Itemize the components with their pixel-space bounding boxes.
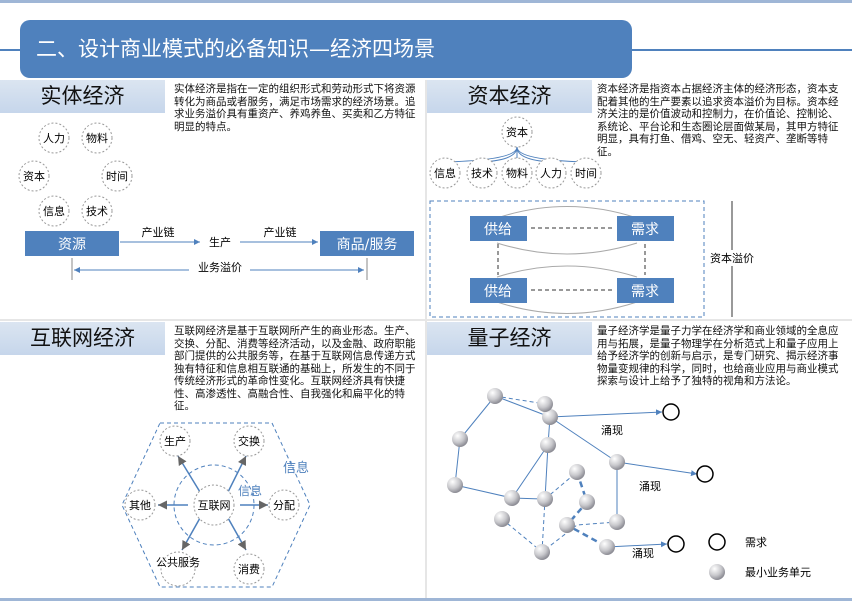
capital-diagram: 资本 信息 技术 物料 人力 时间 供给 需求 供给 需求 资本溢价 xyxy=(429,116,757,318)
circle-label: 时间 xyxy=(106,170,128,183)
premium-label: 资本溢价 xyxy=(710,251,754,265)
internet-diagram: 互联网 生产 交换 分配 消费 公共服务 其他 信息 信息 xyxy=(121,422,311,588)
circle-label: 信息 xyxy=(434,166,456,180)
section-label: 量子经济 xyxy=(427,322,592,355)
resource-diagram: 人力 物料 资本 时间 信息 技术 资源 商品/服务 产业链 生产 产业链 业务… xyxy=(18,122,414,280)
section-capital-economy: 资本经济 资本经济是指资本占据经济主体的经济形态，资本支配着其他的生产要素以追求… xyxy=(427,80,852,318)
circle-label: 物料 xyxy=(506,166,528,180)
circle-label: 技术 xyxy=(471,167,493,180)
node-label: 消费 xyxy=(238,562,260,576)
divider xyxy=(0,319,852,321)
section-label: 资本经济 xyxy=(427,80,592,113)
info-label: 信息 xyxy=(238,483,262,498)
divider xyxy=(425,80,427,600)
chain-label: 产业链 xyxy=(142,225,175,239)
quantum-diagram: 涌现 涌现 涌现 需求 最小业务单元 xyxy=(447,388,811,580)
chain-label: 产业链 xyxy=(264,225,297,239)
emerge-label: 涌现 xyxy=(632,547,654,560)
section-quantum-economy: 量子经济 量子经济学是量子力学在经济学和商业领域的全息应用与拓展，是量子物理学在… xyxy=(427,322,852,598)
section-label: 实体经济 xyxy=(0,80,165,113)
goods-label: 商品/服务 xyxy=(337,237,398,253)
root-label: 资本 xyxy=(506,125,528,139)
legend-unit: 最小业务单元 xyxy=(745,566,811,579)
info-label: 信息 xyxy=(283,460,309,476)
section-internet-economy: 互联网经济 互联网经济是基于互联网所产生的商业形态。生产、交换、分配、消费等经济… xyxy=(0,322,425,598)
node-label: 交换 xyxy=(238,434,260,448)
center-label: 互联网 xyxy=(198,499,231,512)
circle-label: 技术 xyxy=(86,205,108,218)
node-label: 其他 xyxy=(129,499,151,512)
section-description: 实体经济是指在一定的组织形式和劳动形式下将资源转化为商品或者服务，满足市场需求的… xyxy=(174,83,416,133)
emerge-label: 涌现 xyxy=(639,480,661,493)
circle-label: 资本 xyxy=(23,169,45,183)
premium-label: 业务溢价 xyxy=(198,260,242,274)
node-label: 分配 xyxy=(273,499,295,512)
section-label: 互联网经济 xyxy=(0,322,165,355)
produce-label: 生产 xyxy=(209,235,231,249)
section-description: 互联网经济是基于互联网所产生的商业形态。生产、交换、分配、消费等经济活动，以及金… xyxy=(174,325,416,412)
page-title: 二、设计商业模式的必备知识—经济四场景 xyxy=(20,20,632,78)
emerge-label: 涌现 xyxy=(601,424,623,437)
section-physical-economy: 实体经济 实体经济是指在一定的组织形式和劳动形式下将资源转化为商品或者服务，满足… xyxy=(0,80,425,318)
legend-demand: 需求 xyxy=(745,536,767,549)
top-border xyxy=(0,0,852,3)
circle-label: 人力 xyxy=(540,167,562,180)
goods-box xyxy=(320,231,414,256)
node-label: 公共服务 xyxy=(156,556,200,569)
bottom-border xyxy=(0,598,852,601)
resource-box xyxy=(25,231,119,256)
circle-label: 人力 xyxy=(43,132,65,145)
circle-label: 物料 xyxy=(86,131,108,145)
circle-label: 时间 xyxy=(575,167,597,180)
resource-label: 资源 xyxy=(58,237,86,253)
node-label: 生产 xyxy=(164,434,186,448)
demand-label: 需求 xyxy=(631,284,659,300)
demand-label: 需求 xyxy=(631,222,659,238)
supply-label: 供给 xyxy=(484,284,512,300)
section-description: 量子经济学是量子力学在经济学和商业领域的全息应用与拓展，是量子物理学在分析范式上… xyxy=(597,325,839,387)
supply-label: 供给 xyxy=(484,222,512,238)
section-description: 资本经济是指资本占据经济主体的经济形态，资本支配着其他的生产要素以追求资本溢价为… xyxy=(597,83,839,158)
circle-label: 信息 xyxy=(43,204,65,218)
